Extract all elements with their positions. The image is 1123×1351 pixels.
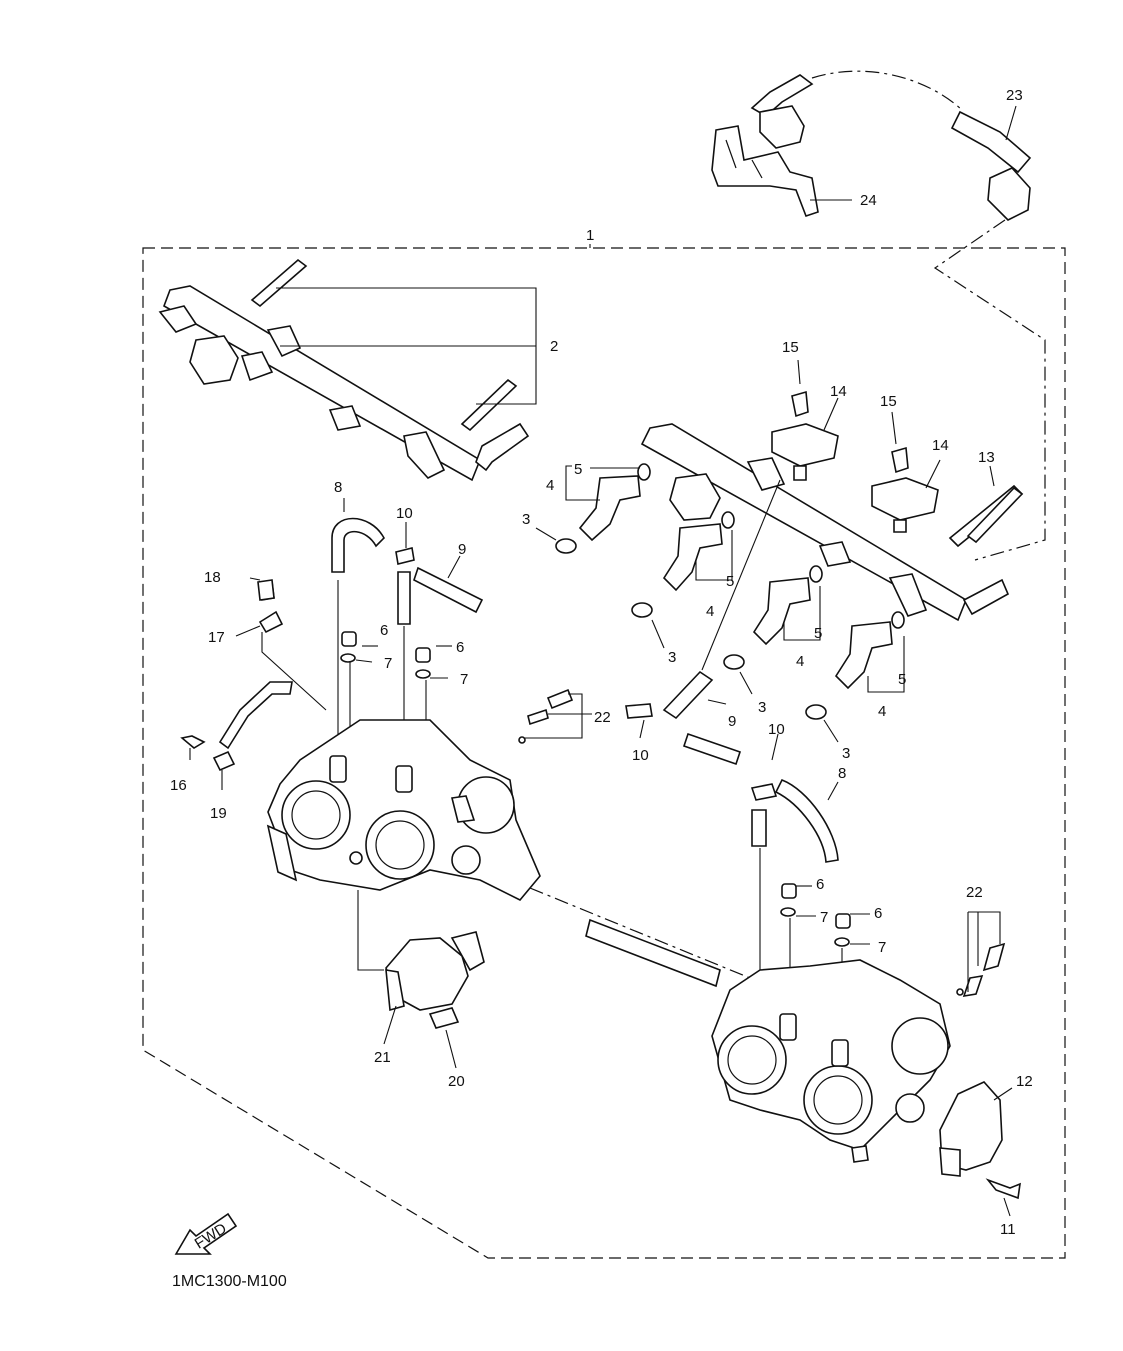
callout-3: 3 [668, 649, 676, 666]
long-bolt-13 [966, 486, 1024, 544]
callout-9: 9 [458, 541, 466, 558]
throttle-body-lower [585, 918, 951, 1163]
pressure-sensor-2 [871, 446, 939, 533]
callout-leaders [189, 105, 1017, 1217]
adjust-screw-22-upper [518, 688, 592, 744]
callout-6: 6 [456, 639, 464, 656]
callout-8: 8 [838, 765, 846, 782]
callout-7: 7 [878, 939, 886, 956]
injector-brackets [565, 465, 905, 693]
assembly-boundary [142, 247, 1066, 1259]
callout-labels: 1 2 3 3 3 3 4 4 4 4 5 5 5 5 6 6 6 6 7 7 … [170, 87, 1033, 1238]
callout-7: 7 [384, 655, 392, 672]
injector-set [555, 463, 905, 720]
fuel-hose-assembly [750, 70, 1046, 561]
callout-23: 23 [1006, 87, 1023, 104]
callout-14: 14 [932, 437, 949, 454]
hose-clip [711, 125, 819, 218]
callout-15: 15 [782, 339, 799, 356]
callout-22: 22 [966, 884, 983, 901]
callout-4: 4 [706, 603, 714, 620]
callout-10: 10 [632, 747, 649, 764]
callout-12: 12 [1016, 1073, 1033, 1090]
callout-13: 13 [978, 449, 995, 466]
callout-6: 6 [380, 622, 388, 639]
callout-19: 19 [210, 805, 227, 822]
callout-11: 11 [1000, 1221, 1016, 1238]
callout-24: 24 [860, 192, 877, 209]
fuel-rail-lower [640, 423, 1024, 622]
callout-1: 1 [586, 227, 594, 244]
callout-17: 17 [208, 629, 225, 646]
callout-5: 5 [726, 573, 734, 590]
callout-3: 3 [522, 511, 530, 528]
throttle-position-sensor-12 [939, 1081, 1021, 1200]
throttle-position-sensor-21 [357, 890, 485, 1029]
throttle-link-dash [529, 887, 751, 979]
adjust-screw-22-lower [956, 911, 1006, 998]
hose-19 [180, 681, 293, 772]
callout-10: 10 [396, 505, 413, 522]
callout-22: 22 [594, 709, 611, 726]
callout-18: 18 [204, 569, 221, 586]
callout-8: 8 [334, 479, 342, 496]
callout-5: 5 [574, 461, 582, 478]
callout-21: 21 [374, 1049, 391, 1066]
callout-15: 15 [880, 393, 897, 410]
vacuum-hoses-left [258, 517, 484, 770]
callout-9: 9 [728, 713, 736, 730]
callout-10: 10 [768, 721, 785, 738]
callout-16: 16 [170, 777, 187, 794]
callout-3: 3 [842, 745, 850, 762]
callout-4: 4 [878, 703, 886, 720]
pressure-sensor-1 [771, 390, 839, 481]
callout-5: 5 [814, 625, 822, 642]
callout-6: 6 [816, 876, 824, 893]
callout-2: 2 [550, 338, 558, 355]
callout-20: 20 [448, 1073, 465, 1090]
fuel-rail-upper [158, 258, 537, 482]
callout-14: 14 [830, 383, 847, 400]
drawing-code: 1MC1300-M100 [172, 1273, 287, 1290]
vacuum-hoses-right [625, 479, 851, 1050]
callout-3: 3 [758, 699, 766, 716]
throttle-body-upper [266, 719, 541, 901]
callout-7: 7 [820, 909, 828, 926]
callout-5: 5 [898, 671, 906, 688]
callout-4: 4 [796, 653, 804, 670]
callout-7: 7 [460, 671, 468, 688]
screw-18 [257, 579, 275, 601]
forward-arrow-icon: FWD [174, 1212, 238, 1255]
callout-4: 4 [546, 477, 554, 494]
callout-6: 6 [874, 905, 882, 922]
